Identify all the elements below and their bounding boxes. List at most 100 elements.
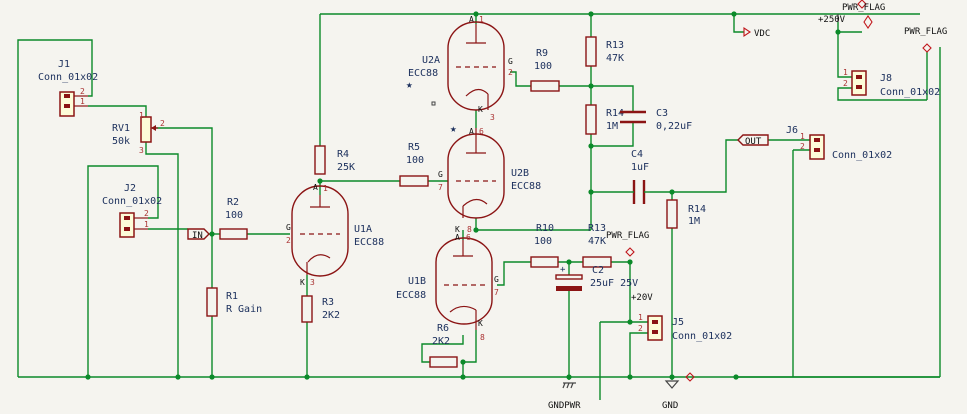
junction (627, 259, 633, 265)
resistor-r6[interactable]: R6 2K2 (429, 323, 458, 368)
capacitor-c3[interactable]: C3 0,22uF (620, 108, 692, 132)
resistor-r14[interactable]: R14 1M (666, 199, 706, 229)
u2b-pin-p: 6 (479, 127, 484, 136)
resistor-r13: R13 47K (588, 223, 606, 247)
j6-pin1: 1 (800, 132, 805, 141)
u1a-anode-letter: A (313, 183, 318, 192)
j8-ref: J8 (880, 73, 892, 84)
r6-value: 2K2 (432, 336, 450, 347)
resistor-r4[interactable]: R4 25K (314, 145, 355, 175)
j5-pin1: 1 (638, 313, 643, 322)
connector-j1[interactable]: J1 Conn_01x02 2 1 (38, 59, 98, 117)
r4-value: 25K (337, 162, 355, 173)
capacitor-c4[interactable]: C4 1uF (630, 149, 650, 204)
r3-value: 2K2 (322, 310, 340, 321)
capacitor-c2[interactable]: + C2 25uF 25V (555, 256, 638, 291)
pot-rv1[interactable]: RV1 50k 1 2 3 (112, 111, 165, 155)
c3-ref: C3 (656, 108, 668, 119)
resistor-r1[interactable]: R1 R Gain (206, 287, 262, 317)
rv1-pin1: 1 (139, 111, 144, 120)
junction (460, 374, 466, 380)
rv1-value: 50k (112, 136, 130, 147)
r11-ref: R13 (606, 40, 624, 51)
j5-ref: J5 (672, 317, 684, 328)
resistor-r5[interactable]: R5 100 (399, 142, 429, 187)
u1a-cathode-letter: K (300, 278, 305, 287)
c3-value: 0,22uF (656, 121, 692, 132)
power-250v: +250V (818, 14, 846, 25)
tube-u2a[interactable]: A 1 G 2 K 3 U2A ECC88 (408, 15, 513, 122)
junction (566, 374, 572, 380)
u1a-pin-p: 1 (323, 184, 328, 193)
connector-j6[interactable]: J6 Conn_01x02 1 2 (786, 125, 892, 161)
tube-u1a[interactable]: A 1 G 2 K 3 U1A ECC88 (286, 183, 384, 287)
junction (209, 374, 215, 380)
u2a-pin-g: 2 (508, 68, 513, 77)
wire-j1-rv1 (88, 105, 147, 117)
junction (588, 83, 594, 89)
junction (588, 143, 594, 149)
wire-j8-pin1 (837, 32, 852, 78)
pwr-flag-top-text: PWR_FLAG (842, 3, 885, 13)
u1b-pin-g: 7 (494, 288, 499, 297)
r11-value: 47K (606, 53, 624, 64)
junction (669, 189, 675, 195)
tube-u2b[interactable]: A 6 G 7 K 8 U2B ECC88 (438, 127, 541, 234)
u2b-pin-k: 8 (467, 225, 472, 234)
junction (175, 374, 181, 380)
c2-ref: C2 (592, 265, 604, 276)
u1b-grid-letter: G (494, 275, 499, 284)
resistor-r2[interactable]: R2 100 (219, 197, 248, 240)
r2-value: 100 (225, 210, 243, 221)
u1b-pin-k: 8 (480, 333, 485, 342)
connector-j5[interactable]: J5 Conn_01x02 1 2 (638, 313, 732, 342)
r5-value: 100 (406, 155, 424, 166)
wires (17, 13, 941, 400)
wire-rv1-bottom (145, 140, 179, 377)
resistor-r11[interactable]: R13 47K (585, 36, 624, 67)
connector-j8[interactable]: J8 Conn_01x02 1 2 (843, 68, 940, 98)
j5-value: Conn_01x02 (672, 331, 732, 342)
u2b-ref: U2B (511, 168, 529, 179)
u1b-anode-letter: A (455, 233, 460, 242)
r12-value: 1M (606, 121, 618, 132)
resistor-r9[interactable]: R9 100 (530, 48, 560, 92)
wire-j5-pin2 (629, 332, 648, 377)
c4-ref: C4 (631, 149, 643, 160)
pwr-flag-right: PWR_FLAG (904, 27, 947, 53)
in-label: IN (187, 228, 210, 241)
junction (669, 374, 675, 380)
r10-value: 100 (534, 236, 552, 247)
j1-value: Conn_01x02 (38, 72, 98, 83)
resistor-r10[interactable]: R10 100 (530, 223, 559, 268)
connector-j2[interactable]: J2 Conn_01x02 2 1 (102, 183, 162, 238)
power-20v: +20V (631, 293, 653, 303)
junctions (85, 11, 841, 380)
j8-pin2: 2 (843, 79, 848, 88)
j2-pin1: 1 (144, 220, 149, 229)
junction (588, 189, 594, 195)
pwr-flag-mid: PWR_FLAG (606, 231, 649, 257)
j2-pin2: 2 (144, 209, 149, 218)
u2a-grid-letter: G (508, 57, 513, 66)
resistor-r12[interactable]: R14 1M (585, 104, 624, 135)
tube-u1b[interactable]: A 6 G 7 K 8 U1B ECC88 (396, 233, 499, 342)
power-gnd-text: GND (662, 401, 678, 411)
u1a-grid-letter: G (286, 223, 291, 232)
u2b-pin-g: 7 (438, 183, 443, 192)
wire-c2r-node (611, 261, 631, 322)
j6-pin2: 2 (800, 142, 805, 151)
r1-ref: R1 (226, 291, 238, 302)
junction (473, 227, 479, 233)
r13-value: 47K (588, 236, 606, 247)
resistor-r3[interactable]: R3 2K2 (301, 295, 340, 323)
pwr-flag-j8 (863, 15, 873, 29)
wire-c4-out (650, 139, 738, 193)
junction (733, 374, 739, 380)
u1a-pin-g: 2 (286, 236, 291, 245)
rv1-pin3: 3 (139, 146, 144, 155)
rv1-ref: RV1 (112, 123, 130, 134)
u2a-cathode-letter: K (478, 105, 483, 114)
wire-r6-left (421, 335, 464, 363)
